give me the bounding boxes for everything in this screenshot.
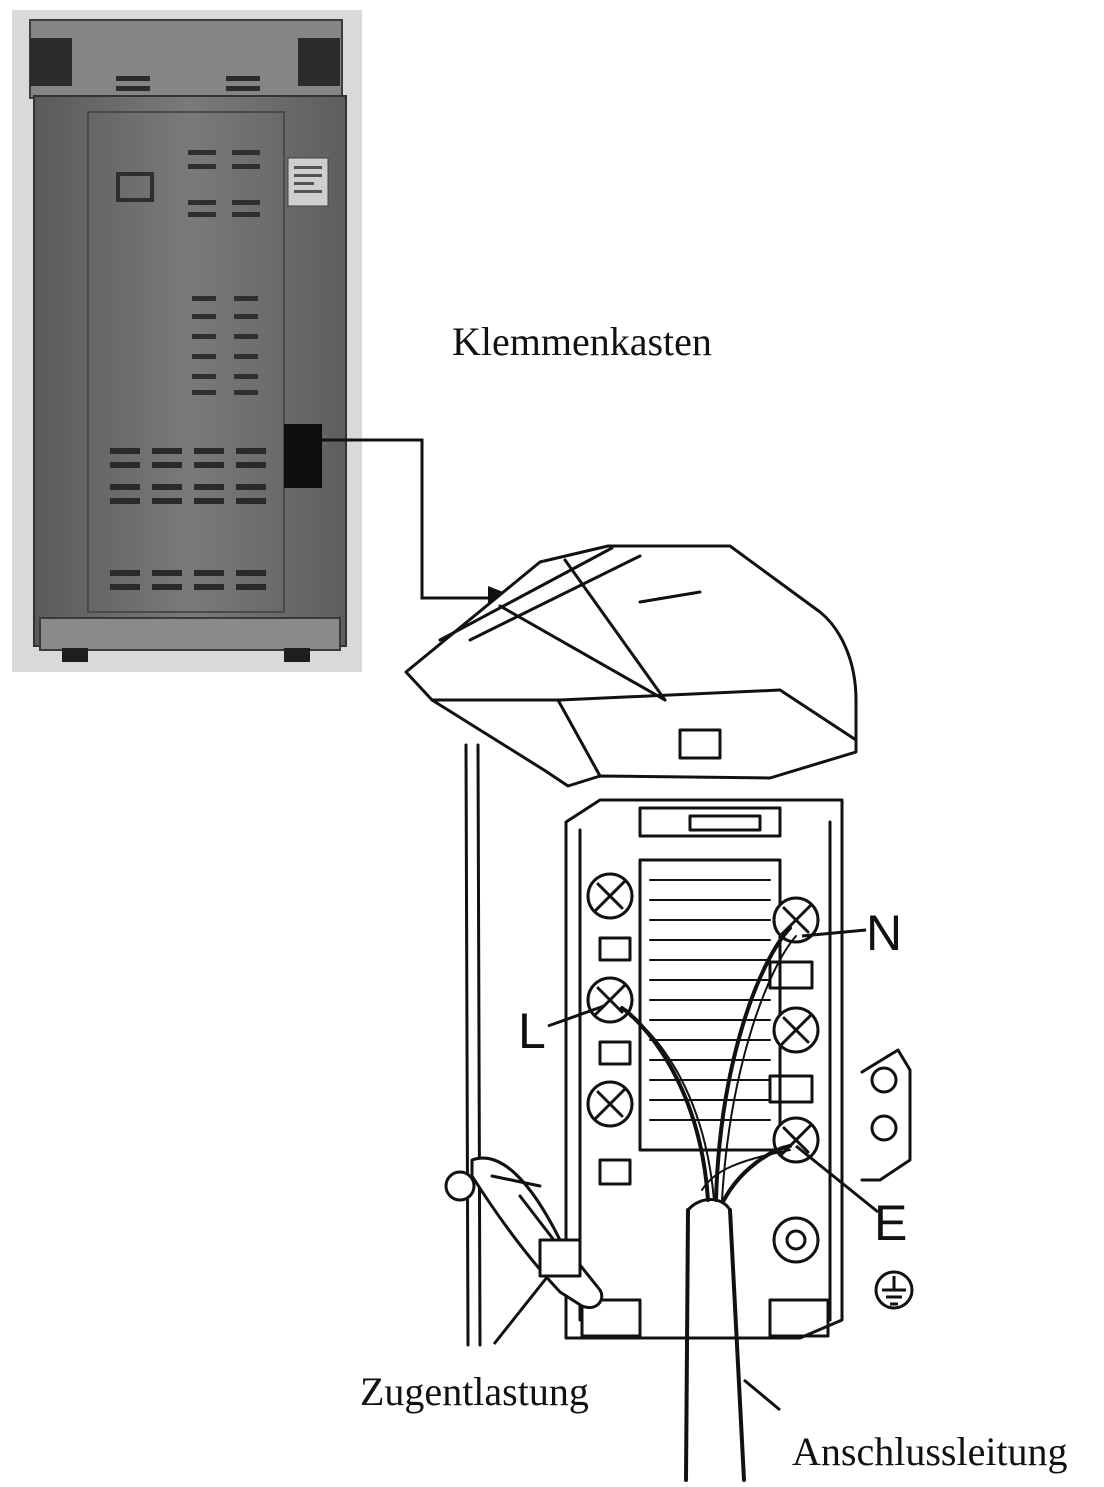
neutral-leader-line — [801, 928, 867, 938]
terminal-box-marker — [284, 424, 322, 488]
supply-cable-leader-line — [743, 1378, 781, 1412]
phase-label: L — [518, 1003, 546, 1059]
supply-cable-label: Anschlussleitung — [792, 1429, 1068, 1474]
strain-relief-label: Zugentlastung — [360, 1369, 589, 1414]
earth-label: E — [874, 1195, 908, 1251]
terminal-box-label: Klemmenkasten — [452, 319, 712, 364]
strain-relief-leader-line — [492, 1275, 550, 1345]
earth-leader-line — [795, 1144, 879, 1214]
phase-leader-line — [547, 1004, 605, 1028]
neutral-label: N — [866, 905, 903, 961]
